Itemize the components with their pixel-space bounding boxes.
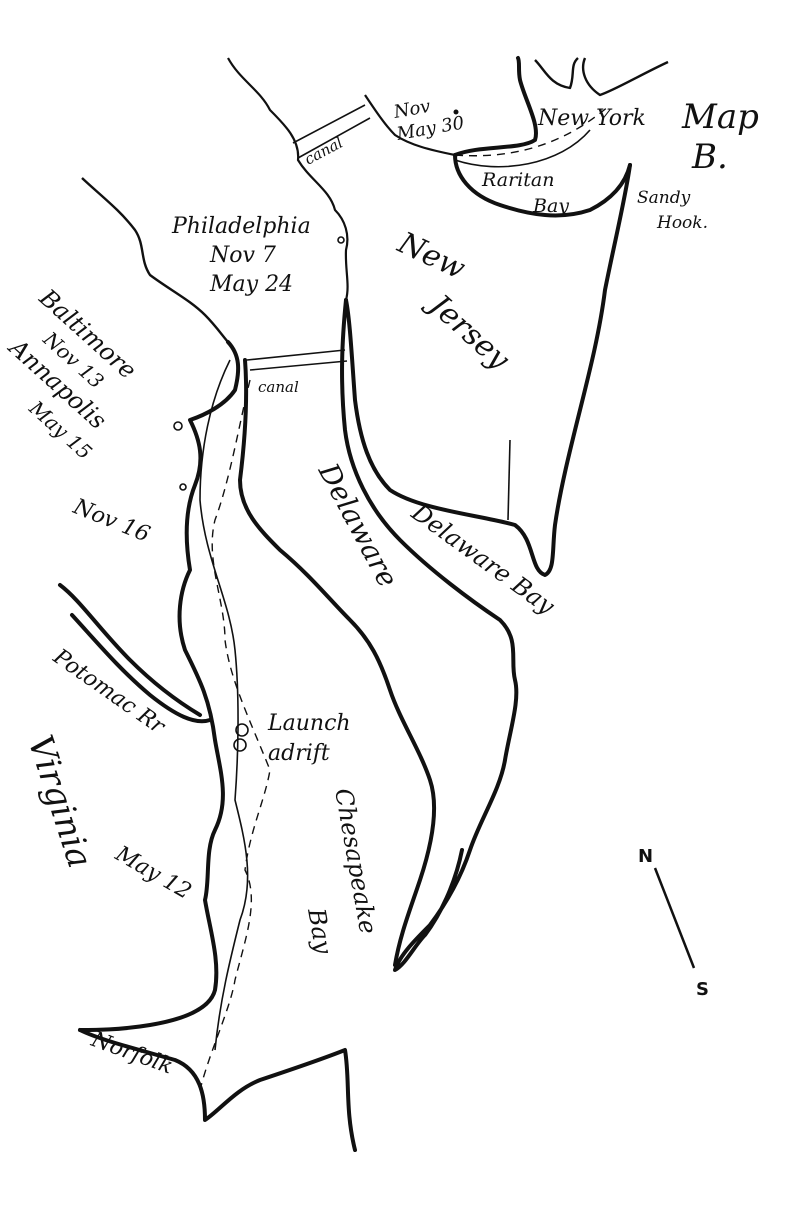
label-raritan-bay: Bay [532,195,569,217]
delmarva-west-coast [238,358,437,967]
label-canal-north: canal [301,133,346,168]
raritan-bay-shore [453,153,632,218]
nj-atlantic-coast [344,163,632,577]
pennsylvania-border [81,177,229,343]
route-dashed [199,104,611,1091]
label-chesapeake-bay: Bay [302,905,338,956]
ny-harbor [453,56,538,157]
label-may12: May 12 [110,841,195,905]
label-nov16: Nov 16 [69,494,153,547]
label-hook: Hook. [656,213,708,233]
coastlines [58,56,669,1152]
delaware-bay-west [340,298,519,972]
chesapeake-west-shore [78,340,241,1032]
map-title: Map [681,97,759,137]
launch-adrift-marker [233,738,247,752]
label-sandy: Sandy [637,188,691,208]
map-labels: Map B. New York Nov May 30 canal Raritan… [2,96,758,1080]
compass: N S [638,846,709,1000]
launch-adrift-marker [235,723,249,737]
map-subtitle: B. [691,137,728,177]
route-solid [199,129,591,1051]
norfolk-shore [78,1028,357,1152]
ny-rivers [534,57,669,97]
may15-marker [179,483,187,491]
label-chesapeake: Chesapeake [329,786,382,936]
compass-north: N [638,846,653,867]
compass-needle [653,867,696,969]
label-adrift: adrift [268,741,330,766]
label-new: New [392,225,471,287]
label-canal-south: canal [258,378,299,396]
label-raritan: Raritan [481,169,554,191]
label-may24: May 24 [209,272,293,297]
label-launch: Launch [267,711,351,736]
compass-south: S [696,979,709,1000]
delaware-river-upper [227,57,349,301]
label-new-york: New York [537,106,646,131]
label-virginia: Virginia [19,730,99,872]
potomac-river [58,583,212,724]
label-philadelphia: Philadelphia [171,214,311,239]
nj-inland-line [507,439,511,521]
voyage-route [173,104,611,1091]
ny-shore-west [364,94,456,157]
ny-marker [453,109,459,115]
canal-north [292,104,371,159]
annapolis-marker [173,421,183,431]
label-nov7: Nov 7 [209,243,276,268]
philadelphia-marker [337,236,345,244]
canal-south [246,349,348,371]
label-jersey: Jersey [418,284,517,378]
label-norfolk: Norfolk [87,1027,176,1080]
